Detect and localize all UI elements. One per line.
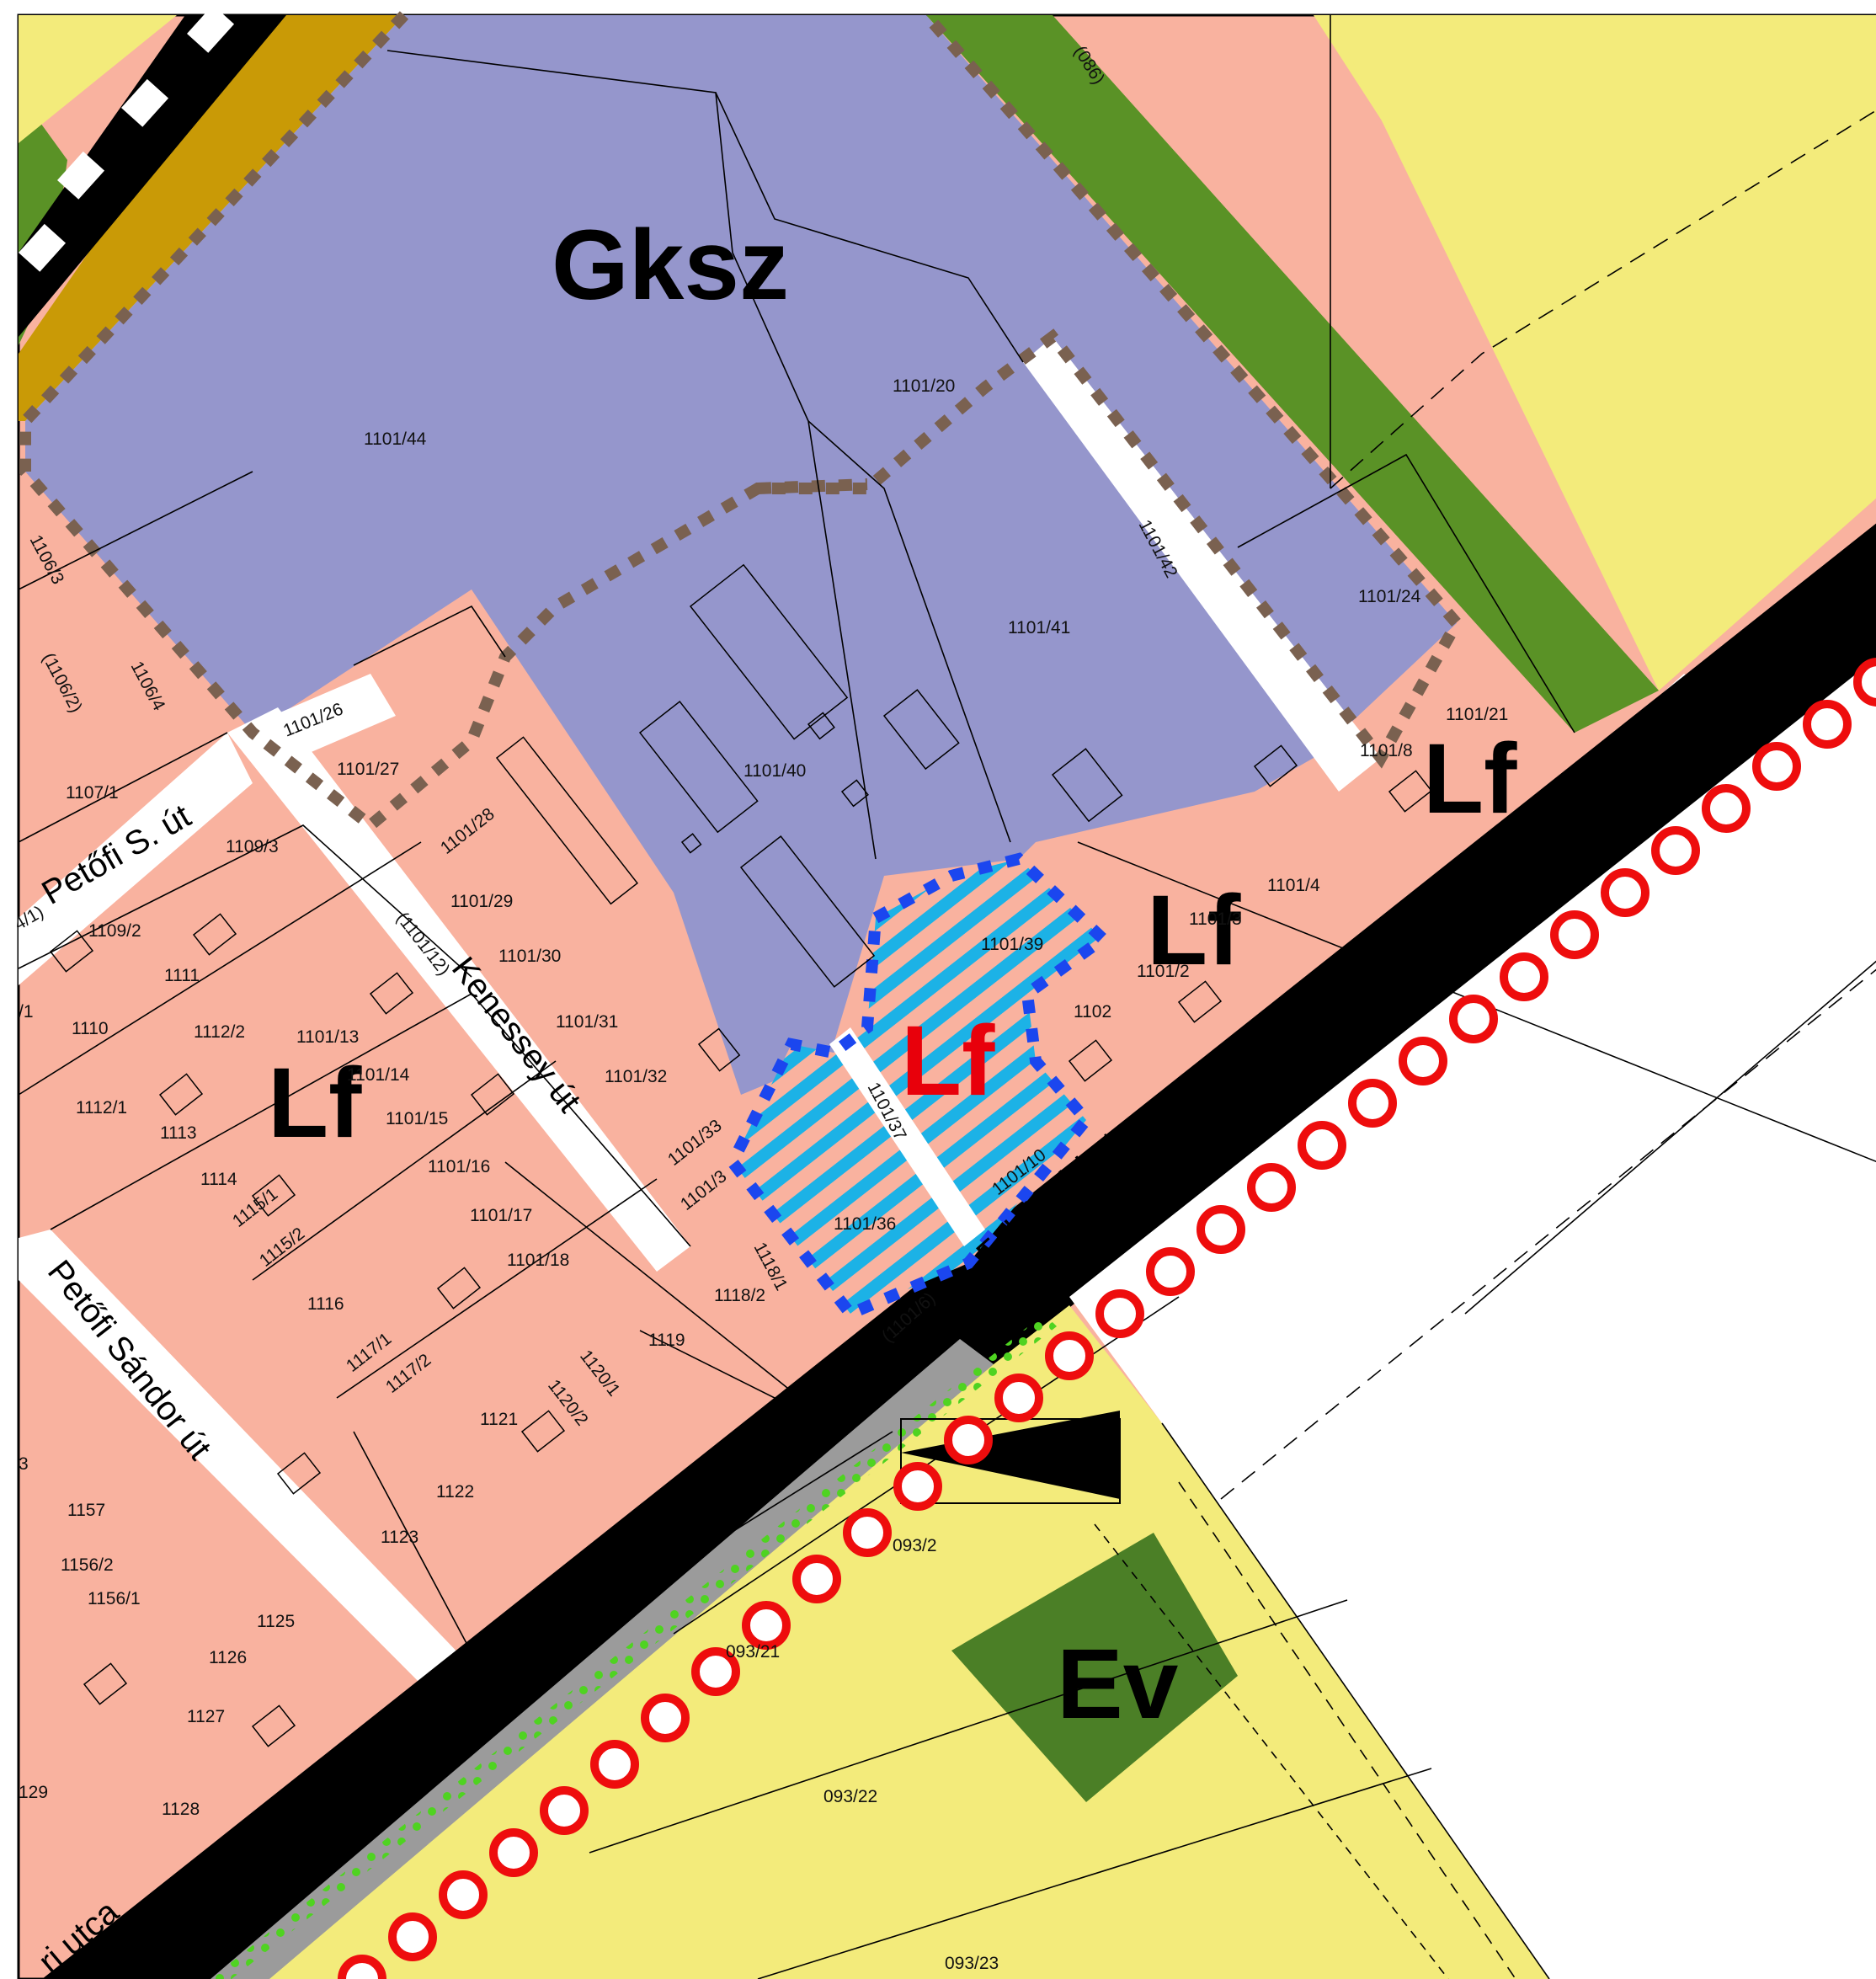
parcel-lines xyxy=(18,15,1876,1979)
industrial-zone xyxy=(25,15,1457,1095)
street-1101-26 xyxy=(253,674,396,766)
parcel-label: 1101/20 xyxy=(893,376,955,396)
parcel-label: /1 xyxy=(19,1002,34,1022)
parcel-label: 1101/32 xyxy=(605,1067,667,1086)
parcel-label: 093/23 xyxy=(945,1954,999,1973)
parcel-label: 1101/36 xyxy=(834,1214,896,1234)
parcel-label: 1110 xyxy=(72,1019,109,1038)
parcel-label: 1118/2 xyxy=(714,1286,765,1305)
parcel-label: 1114 xyxy=(200,1170,237,1189)
zone-label-lf-red: Lf xyxy=(901,1006,995,1117)
road-shoulder xyxy=(211,1339,994,1979)
parcel-label: 1102 xyxy=(1074,1002,1111,1022)
zone-label-lf-east-2: Lf xyxy=(1147,875,1241,986)
agricultural-zone-e xyxy=(1330,15,1876,691)
parcel-label: 093/21 xyxy=(726,1642,780,1662)
parcel-label: 1101/8 xyxy=(1360,741,1413,760)
agricultural-zone-nw xyxy=(19,15,177,143)
parcel-label: 1127 xyxy=(187,1707,225,1726)
agricultural-zone-s xyxy=(269,1305,1549,1979)
parcel-label: 1101/29 xyxy=(450,892,513,911)
brown-boundary xyxy=(19,11,1464,834)
parcel-label: 1101/3 xyxy=(1189,909,1242,929)
street-petofi-sandor xyxy=(19,1230,488,1710)
parcel-label: 1116 xyxy=(307,1294,344,1314)
railway-track xyxy=(19,15,286,337)
zone-label-lf-east-1: Lf xyxy=(1423,723,1517,835)
parcel-label: 1101/40 xyxy=(743,761,806,781)
parcel-label: 1101/24 xyxy=(1358,587,1421,606)
ev-zone xyxy=(951,1533,1238,1802)
parcel-label: 1101/27 xyxy=(337,760,399,779)
parcel-label: 1111 xyxy=(164,966,200,985)
parcel-label: 1101/4 xyxy=(1267,876,1320,895)
parcel-label: 129 xyxy=(19,1783,48,1802)
parcel-label: 1112/2 xyxy=(194,1022,245,1042)
parcel-label: 1125 xyxy=(257,1612,295,1631)
parcel-label: 1101/44 xyxy=(364,429,427,449)
tree-row xyxy=(211,1314,1057,1979)
railway-ties xyxy=(19,4,235,272)
parcel-label: 1101/15 xyxy=(386,1109,448,1128)
parcel-label: 1101/2 xyxy=(1137,962,1190,981)
zone-label-lf-main: Lf xyxy=(268,1048,362,1159)
parcel-label: 1113 xyxy=(160,1123,197,1143)
parcel-label: 1101/16 xyxy=(428,1157,490,1176)
road-1101-42 xyxy=(1023,337,1381,792)
parcel-label: 1101/13 xyxy=(296,1027,359,1047)
parcel-label: 1156/2 xyxy=(61,1555,114,1575)
parcel-label: 1126 xyxy=(209,1648,247,1667)
parcel-label: 1101/31 xyxy=(556,1012,618,1032)
street-petofi-s xyxy=(19,733,253,985)
parcel-label: 1121 xyxy=(480,1410,518,1429)
street-kenessey xyxy=(227,707,690,1272)
parcel-label: 1109/3 xyxy=(226,837,279,856)
open-field-e xyxy=(1069,658,1876,1979)
red-marker-row xyxy=(338,658,1876,1979)
parcel-label: 1101/41 xyxy=(1008,618,1070,637)
parcel-label: 1101/18 xyxy=(507,1251,569,1270)
white-road-1101-37 xyxy=(829,1027,985,1246)
highlighted-parcel-boundary xyxy=(725,852,1112,1321)
parcel-label: 1156/1 xyxy=(88,1589,141,1608)
parcel-label: 3 xyxy=(19,1454,29,1474)
parcel-label: 1101/39 xyxy=(981,935,1043,954)
parcel-label: 1109/2 xyxy=(88,921,141,941)
parcel-label: 1101/21 xyxy=(1446,705,1508,724)
zone-label-gksz: Gksz xyxy=(552,210,789,321)
parcel-label: 1157 xyxy=(67,1501,105,1520)
parcel-label: 1101/17 xyxy=(470,1206,532,1225)
buildings xyxy=(49,563,1433,1747)
parcel-label: 1122 xyxy=(436,1482,474,1502)
parcel-label: 093/2 xyxy=(893,1536,937,1555)
parcel-label: 1128 xyxy=(162,1800,200,1819)
parcel-label: 1101/30 xyxy=(498,947,561,966)
parcel-label: 1107/1 xyxy=(66,783,119,803)
parcel-label: 1112/1 xyxy=(76,1098,127,1118)
parcel-label: 1123 xyxy=(381,1528,418,1547)
parcel-label: 093/22 xyxy=(823,1787,877,1806)
parcel-label: 1101/14 xyxy=(347,1065,410,1085)
green-strip-ne xyxy=(926,15,1659,733)
parcel-label: 1119 xyxy=(648,1331,685,1350)
highlighted-parcel xyxy=(733,859,1103,1314)
zone-label-ev: Ev xyxy=(1057,1629,1179,1740)
